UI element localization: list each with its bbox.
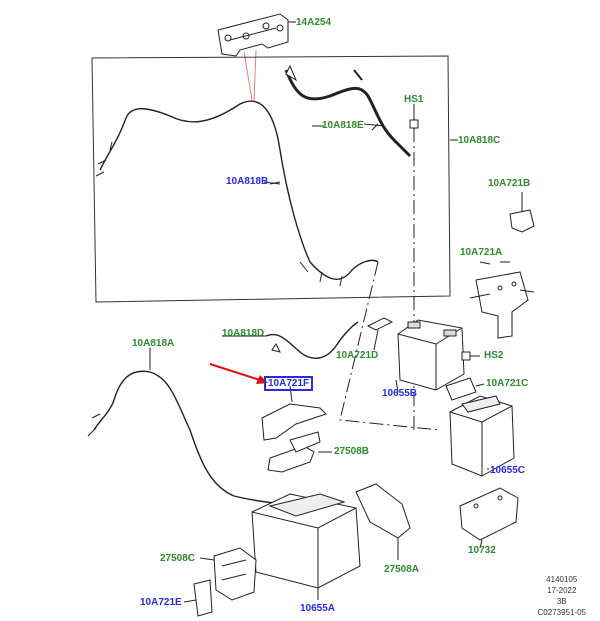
pointer-arrow bbox=[209, 363, 268, 384]
part-label-10A721D[interactable]: 10A721D bbox=[336, 350, 379, 361]
part-label-10A721A[interactable]: 10A721A bbox=[460, 247, 503, 258]
part-label-10655A[interactable]: 10655A bbox=[300, 603, 336, 614]
part-label-10A818D[interactable]: 10A818D bbox=[222, 328, 265, 339]
part-label-10732[interactable]: 10732 bbox=[468, 545, 496, 556]
part-label-27508A[interactable]: 27508A bbox=[384, 564, 420, 575]
part-label-HS1[interactable]: HS1 bbox=[404, 94, 424, 105]
part-label-10A721E[interactable]: 10A721E bbox=[140, 597, 182, 608]
drawing-ref-line-4: C0273951-05 bbox=[537, 608, 586, 617]
part-label-27508C[interactable]: 27508C bbox=[160, 553, 196, 564]
part-label-10A818C[interactable]: 10A818C bbox=[458, 135, 501, 146]
part-label-10A721F-selected[interactable]: 10A721F bbox=[264, 376, 314, 391]
part-label-10A721B[interactable]: 10A721B bbox=[488, 178, 531, 189]
part-label-10655B[interactable]: 10655B bbox=[382, 388, 418, 399]
drawing-ref-line-3: 3B bbox=[556, 597, 567, 606]
part-label-10A818E[interactable]: 10A818E bbox=[322, 120, 364, 131]
bracket-14A254-drawing bbox=[217, 13, 289, 57]
harness-group-outline bbox=[91, 55, 451, 303]
drawing-ref-line-1: 4140105 bbox=[546, 575, 578, 584]
part-label-14A254[interactable]: 14A254 bbox=[296, 17, 332, 28]
part-label-10A818B[interactable]: 10A818B bbox=[226, 176, 269, 187]
part-label-10A721C[interactable]: 10A721C bbox=[486, 378, 529, 389]
part-label-10A818A[interactable]: 10A818A bbox=[132, 338, 175, 349]
part-label-27508B[interactable]: 27508B bbox=[334, 446, 370, 457]
part-label-10655C[interactable]: 10655C bbox=[490, 465, 526, 476]
drawing-ref-line-2: 17-2022 bbox=[547, 586, 577, 595]
part-label-HS2[interactable]: HS2 bbox=[484, 350, 504, 361]
drawing-reference: 4140105 17-2022 3B C0273951-05 bbox=[538, 574, 586, 618]
